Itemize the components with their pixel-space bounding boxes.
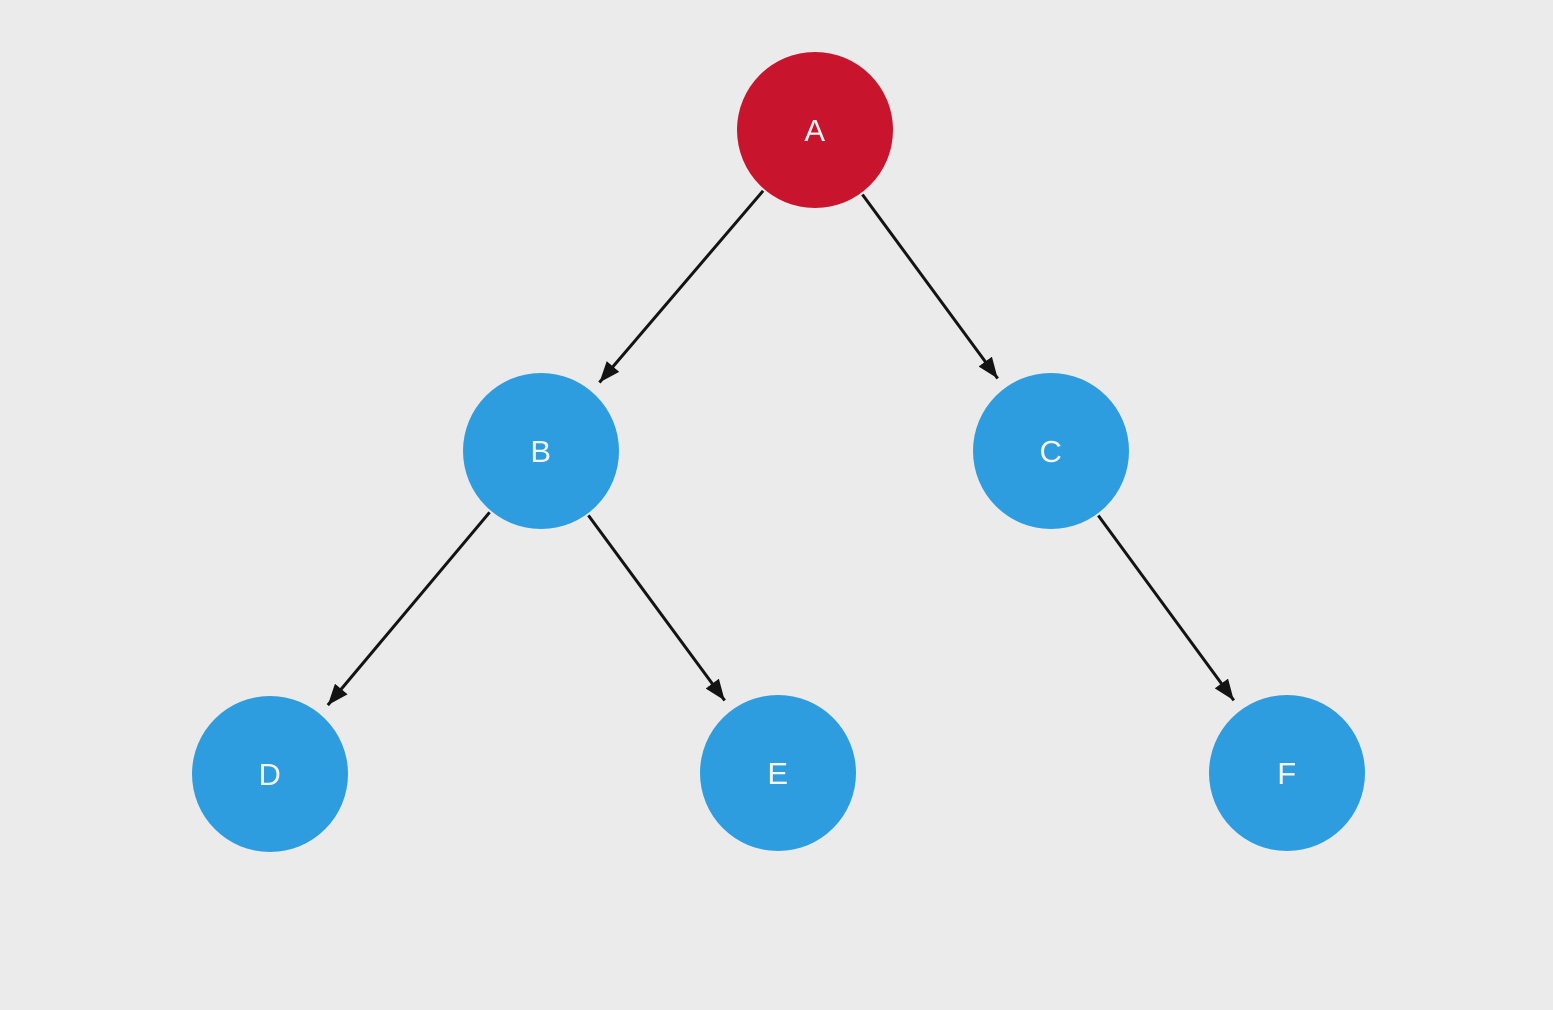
edge-A-B [598, 189, 765, 384]
node-circle-F[interactable] [1209, 695, 1365, 851]
edge-B-E [587, 514, 726, 702]
tree-node-C[interactable]: C [973, 373, 1129, 529]
node-circle-E[interactable] [700, 695, 856, 851]
tree-node-A[interactable]: A [737, 52, 893, 208]
node-circle-A[interactable] [737, 52, 893, 208]
node-circle-C[interactable] [973, 373, 1129, 529]
edges-layer [326, 189, 1236, 707]
edge-A-C [861, 193, 999, 380]
node-circle-B[interactable] [463, 373, 619, 529]
tree-node-D[interactable]: D [192, 696, 348, 852]
tree-node-F[interactable]: F [1209, 695, 1365, 851]
edge-B-D [326, 511, 491, 707]
nodes-layer: A B C D E F [192, 52, 1365, 852]
tree-node-E[interactable]: E [700, 695, 856, 851]
edge-C-F [1097, 514, 1236, 702]
node-circle-D[interactable] [192, 696, 348, 852]
tree-node-B[interactable]: B [463, 373, 619, 529]
